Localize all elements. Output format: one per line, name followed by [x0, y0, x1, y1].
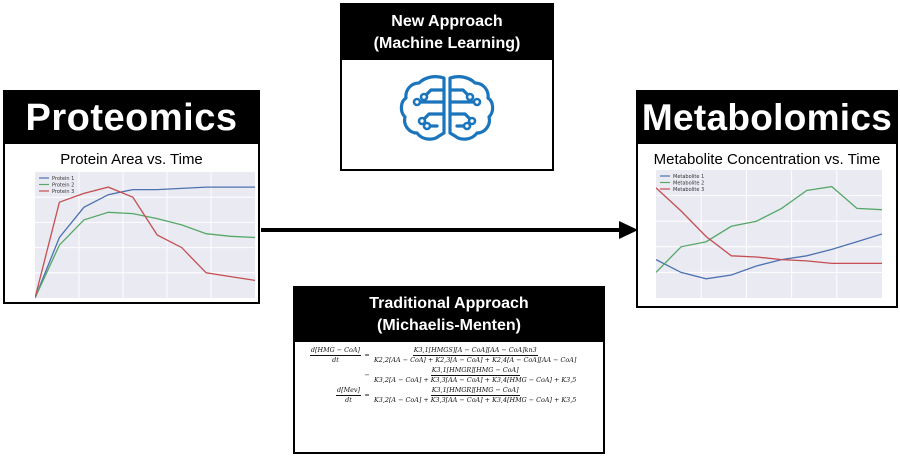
- series-line-3: [656, 187, 882, 265]
- eq1-term1-denominator: K2,2[AA − CoA] + K2,3[A − CoA] + K2,4[A …: [374, 356, 577, 364]
- legend-label: Protein 1: [52, 176, 74, 182]
- eq1-lhs-denominator: dt: [332, 356, 339, 364]
- traditional-approach-panel: Traditional Approach (Michaelis-Menten) …: [293, 286, 605, 454]
- traditional-title-line1: Traditional Approach: [369, 295, 529, 312]
- proteomics-panel: Proteomics Protein Area vs. Time Protein…: [3, 90, 260, 304]
- proteomics-header: Proteomics: [5, 92, 258, 144]
- eq1-term2-denominator: K3,2[A − CoA] + K3,3[AA − CoA] + K3,4[HM…: [374, 376, 577, 384]
- metabolomics-panel: Metabolomics Metabolite Concentration vs…: [636, 90, 898, 308]
- equation-2: d[Mev] dt = K3,1[HMGR][HMG − CoA] K3,2[A…: [335, 386, 577, 404]
- eq2-rhs-denominator: K3,2[A − CoA] + K3,3[AA − CoA] + K3,4[HM…: [374, 396, 577, 404]
- brain-circuit-icon: [399, 75, 495, 141]
- eq2-lhs-denominator: dt: [345, 396, 352, 404]
- series-line-1: [35, 186, 255, 298]
- new-approach-panel: New Approach (Machine Learning): [340, 3, 554, 171]
- metabolite-chart-title: Metabolite Concentration vs. Time: [653, 151, 881, 168]
- legend-label: Protein 2: [52, 183, 74, 189]
- new-approach-header: New Approach (Machine Learning): [342, 5, 552, 60]
- equation-1-term-1: d[HMG − CoA] dt = K3,1[HMGS][A − CoA][AA…: [309, 346, 577, 364]
- legend-label: Protein 3: [52, 189, 74, 195]
- legend-label: Metabolite 2: [673, 181, 704, 187]
- legend-label: Metabolite 3: [673, 187, 704, 193]
- traditional-header: Traditional Approach (Michaelis-Menten): [295, 288, 603, 342]
- new-approach-title-line2: (Machine Learning): [373, 34, 521, 52]
- eq2-lhs-numerator: d[Mev]: [335, 386, 361, 396]
- eq1-term1-numerator: K3,1[HMGS][A − CoA][AA − CoA]kn3: [412, 346, 538, 356]
- eq1-term2-numerator: K3,1[HMGR][HMG − CoA]: [430, 366, 520, 376]
- protein-chart-title: Protein Area vs. Time: [60, 151, 203, 168]
- series-line-2: [656, 185, 882, 273]
- legend-label: Metabolite 1: [673, 174, 704, 180]
- metabolomics-header: Metabolomics: [638, 92, 896, 144]
- equation-1-term-2: − K3,1[HMGR][HMG − CoA] K3,2[A − CoA] + …: [364, 366, 577, 384]
- flow-arrow-icon: [261, 221, 638, 239]
- traditional-title-line2: (Michaelis-Menten): [376, 317, 521, 334]
- series-line-3: [35, 186, 255, 298]
- eq2-rhs-numerator: K3,1[HMGR][HMG − CoA]: [430, 386, 520, 396]
- eq1-lhs-numerator: d[HMG − CoA]: [309, 346, 361, 356]
- michaelis-menten-equations: d[HMG − CoA] dt = K3,1[HMGS][A − CoA][AA…: [295, 342, 603, 404]
- new-approach-title-line1: New Approach: [391, 12, 503, 30]
- series-line-1: [656, 233, 882, 280]
- plot-area: [656, 170, 882, 298]
